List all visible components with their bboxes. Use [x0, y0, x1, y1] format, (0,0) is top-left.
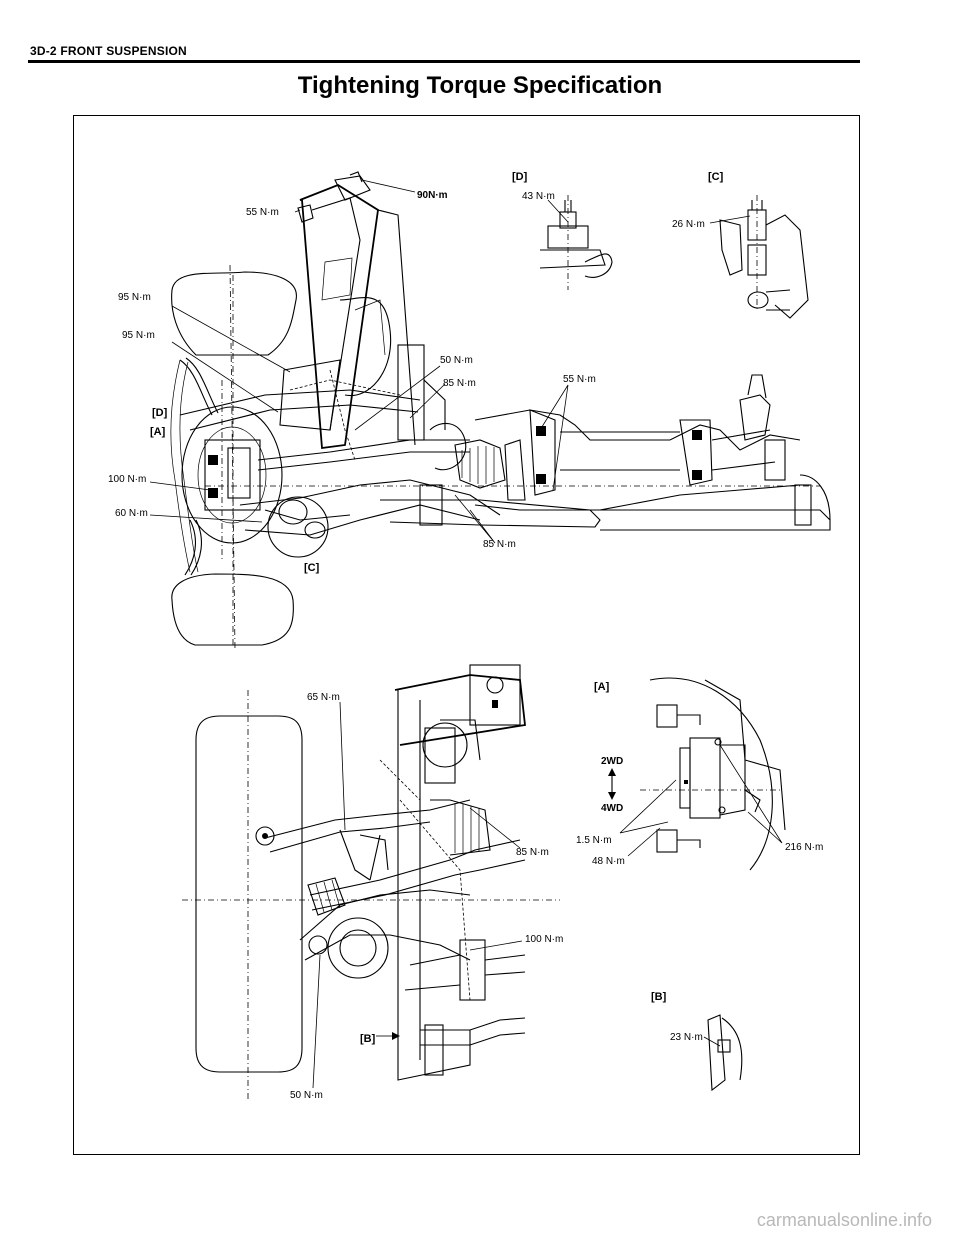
view-label-c-detail: [C] [708, 171, 724, 183]
diagram-frame [73, 115, 860, 1155]
drive-selector-arrows [608, 768, 616, 800]
torque-55-diff: 55 N·m [563, 374, 596, 385]
label-2wd: 2WD [601, 756, 623, 767]
leader-lines [149, 179, 783, 1089]
torque-labels: 90N·m 55 N·m 95 N·m 95 N·m 50 N·m 85 N·m… [108, 190, 823, 1101]
torque-65-plan: 65 N·m [307, 692, 340, 703]
torque-85-mid: 85 N·m [443, 378, 476, 389]
torque-100-plan: 100 N·m [525, 934, 563, 945]
torque-95-upper: 95 N·m [118, 292, 151, 303]
torque-50-mid: 50 N·m [440, 355, 473, 366]
view-labels: [D] [C] [A] [B] [D] [A] [C] [B] [150, 171, 724, 1045]
torque-95-lower: 95 N·m [122, 330, 155, 341]
view-label-d-detail: [D] [512, 171, 528, 183]
torque-100-knuckle: 100 N·m [108, 474, 146, 485]
view-ref-a: [A] [150, 426, 166, 438]
view-label-b-detail: [B] [651, 991, 667, 1003]
detail-d-drawing [539, 195, 613, 290]
torque-216-a: 216 N·m [785, 842, 823, 853]
torque-50-plan: 50 N·m [290, 1090, 323, 1101]
detail-b-drawing [707, 1014, 743, 1092]
torque-85-bottom: 85 N·m [483, 539, 516, 550]
torque-26-c: 26 N·m [672, 219, 705, 230]
header-rule [28, 60, 860, 63]
torque-55-shock: 55 N·m [246, 207, 279, 218]
torque-23-b: 23 N·m [670, 1032, 703, 1043]
drive-labels: 2WD 4WD [601, 756, 623, 814]
torque-85-plan: 85 N·m [516, 847, 549, 858]
torque-90-top: 90N·m [417, 190, 448, 201]
torque-43-d: 43 N·m [522, 191, 555, 202]
detail-c-drawing [719, 195, 809, 319]
torque-48-a: 48 N·m [592, 856, 625, 867]
page-title: Tightening Torque Specification [297, 72, 663, 99]
view-ref-b: [B] [360, 1033, 376, 1045]
torque-1-5-a: 1.5 N·m [576, 835, 612, 846]
label-4wd: 4WD [601, 803, 623, 814]
front-view-drawing [170, 171, 831, 651]
watermark: carmanualsonline.info [756, 1210, 932, 1230]
view-ref-c: [C] [304, 562, 320, 574]
view-label-a-detail: [A] [594, 681, 610, 693]
detail-a-drawing [640, 677, 786, 871]
plan-view-drawing [182, 664, 560, 1100]
torque-60-knuckle: 60 N·m [115, 508, 148, 519]
section-header: 3D-2 FRONT SUSPENSION [30, 44, 187, 58]
view-ref-d: [D] [152, 407, 168, 419]
